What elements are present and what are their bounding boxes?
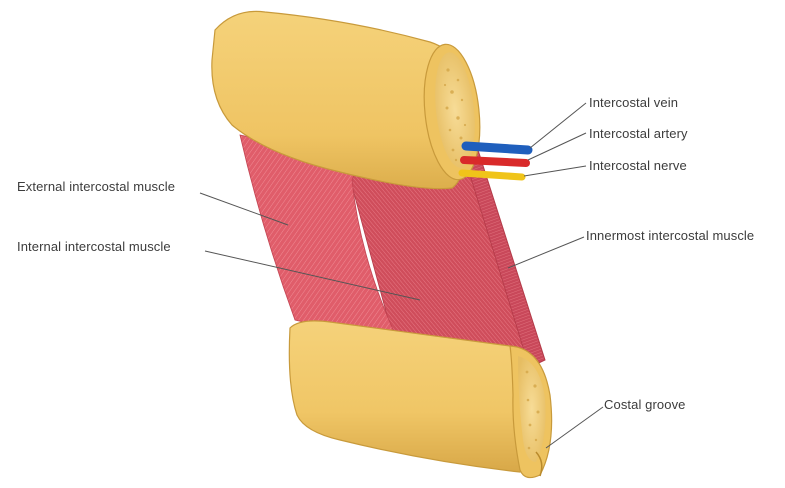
label-external-intercostal-muscle: External intercostal muscle: [17, 179, 175, 195]
intercostal-artery-vessel: [464, 160, 526, 163]
intercostal-vein-vessel: [466, 146, 528, 150]
intercostal-nerve-fiber: [462, 173, 522, 177]
label-innermost-intercostal-muscle: Innermost intercostal muscle: [586, 228, 754, 244]
label-intercostal-artery: Intercostal artery: [589, 126, 688, 142]
leader-line-innermost: [508, 237, 584, 268]
label-internal-intercostal-muscle: Internal intercostal muscle: [17, 239, 171, 255]
label-costal-groove: Costal groove: [604, 397, 686, 413]
leader-line-nerve: [524, 166, 586, 176]
label-intercostal-vein: Intercostal vein: [589, 95, 678, 111]
leader-line-vein: [530, 103, 586, 148]
leader-line-groove: [546, 407, 603, 448]
leader-line-artery: [528, 133, 586, 160]
neurovascular-bundle: [462, 146, 528, 177]
label-intercostal-nerve: Intercostal nerve: [589, 158, 687, 174]
